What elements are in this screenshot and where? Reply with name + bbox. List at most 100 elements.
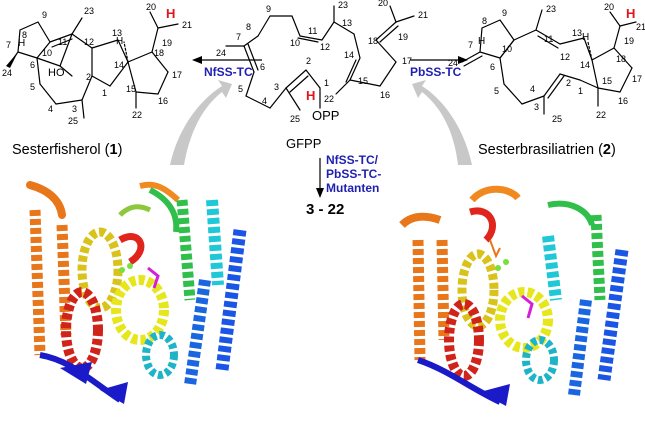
atom-number: 8: [246, 22, 251, 32]
structure-sesterbrasiliatrien: 9 20 23 21 8 11 13 19 7 10 12 14 18 6 17…: [448, 2, 645, 124]
atom-number: 1: [578, 86, 583, 96]
atom-number: 1: [324, 78, 329, 88]
atom-number: 22: [132, 110, 142, 120]
atom-number: 18: [368, 36, 378, 46]
atom-number: 9: [266, 4, 271, 14]
atom-number: 25: [68, 116, 78, 126]
mutants-label-line3: Mutanten: [326, 181, 379, 195]
atom-number: 25: [290, 114, 300, 124]
atom-number: 22: [324, 94, 334, 104]
atom-number: 21: [636, 22, 645, 32]
helix-red: [61, 233, 145, 373]
atom-number: 17: [402, 56, 412, 66]
atom-number: 15: [602, 76, 612, 86]
atom-number: 19: [162, 38, 172, 48]
hydrogen-label: H: [116, 36, 123, 47]
protein-ribbon-nfss-tc: [26, 181, 247, 404]
atom-number: 23: [84, 6, 94, 16]
atom-number: 6: [260, 62, 265, 72]
atom-number: 5: [238, 84, 243, 94]
atom-number: 25: [552, 114, 562, 124]
mutants-label-line2: PbSS-TC-: [326, 167, 381, 181]
atom-number: 17: [172, 70, 182, 80]
hydrogen-label: H: [582, 32, 589, 43]
atom-number: 2: [306, 56, 311, 66]
atom-number: 12: [84, 37, 94, 47]
atom-number: 3: [72, 104, 77, 114]
atom-number: 7: [236, 32, 241, 42]
atom-number: 9: [502, 8, 507, 18]
atom-number: 7: [6, 40, 11, 50]
atom-number: 18: [616, 54, 626, 64]
stereo-hydrogen-red: H: [306, 88, 315, 103]
compound-name-sesterfisherol: Sesterfisherol (1): [12, 142, 122, 158]
helix-orange: [399, 185, 521, 361]
atom-number: 16: [158, 96, 168, 106]
enzyme-label-nfss-tc: NfSS-TC: [204, 65, 253, 79]
atom-number: 23: [546, 4, 556, 14]
atom-number: 22: [596, 110, 606, 120]
atom-number: 3: [274, 82, 279, 92]
atom-number: 4: [48, 104, 53, 114]
atom-number: 5: [494, 86, 499, 96]
helix-cyan: [142, 199, 224, 379]
atom-number: 21: [418, 10, 428, 20]
atom-number: 20: [146, 2, 156, 12]
atom-number: 11: [58, 37, 67, 47]
helix-yellow: [457, 249, 553, 353]
atom-number: 15: [126, 84, 136, 94]
atom-number: 11: [308, 26, 317, 36]
arrow-to-sesterbrasiliatrien: [410, 56, 468, 64]
hydrogen-label: H: [478, 36, 485, 47]
protein-ribbon-pbss-tc: [399, 185, 629, 406]
atom-number: 19: [398, 32, 408, 42]
structure-sesterfisherol: 9 23 20 21 8 7 10 11 12 13 19 24 6 18 5 …: [2, 2, 192, 126]
atom-number: 14: [344, 50, 354, 60]
structure-gfpp: 9 20 21 23 8 10 11 12 13 19 7 18 24 14 1…: [216, 0, 428, 124]
compound-name-sesterbrasiliatrien: Sesterbrasiliatrien (2): [478, 142, 616, 158]
atom-number: 20: [604, 2, 614, 12]
atom-number: 8: [482, 16, 487, 26]
atom-number: 16: [380, 90, 390, 100]
atom-number: 18: [154, 48, 164, 58]
atom-number: 4: [262, 96, 267, 106]
arrow-to-sesterfisherol: [192, 56, 262, 64]
atom-number: 20: [378, 0, 388, 8]
atom-number: 12: [560, 52, 570, 62]
atom-number: 13: [572, 28, 582, 38]
atom-number: 5: [30, 82, 35, 92]
helix-cyan: [522, 235, 562, 384]
enzyme-label-pbss-tc: PbSS-TC: [410, 65, 462, 79]
gray-arrow-right: [412, 80, 472, 165]
atom-number: 7: [468, 40, 473, 50]
atom-number: 1: [102, 88, 107, 98]
atom-number: 9: [42, 10, 47, 20]
products-label: 3 - 22: [306, 201, 344, 218]
atom-number: 24: [2, 68, 12, 78]
atom-number: 10: [290, 38, 300, 48]
mutants-label-line1: NfSS-TC/: [326, 153, 379, 167]
helix-blue: [417, 249, 629, 406]
atom-number: 21: [182, 20, 192, 30]
helix-blue: [39, 229, 247, 404]
atom-number: 19: [624, 36, 634, 46]
atom-number: 6: [490, 62, 495, 72]
atom-number: 16: [618, 96, 628, 106]
atom-number: 14: [580, 60, 590, 70]
atom-number: 24: [216, 48, 226, 58]
atom-number: 23: [338, 0, 348, 10]
stereo-hydrogen-red: H: [626, 6, 635, 21]
atom-number: 10: [42, 48, 52, 58]
ligand-magenta: [119, 263, 160, 289]
atom-number: 10: [502, 44, 512, 54]
hydroxyl-label: HO: [48, 67, 65, 79]
atom-number: 8: [22, 30, 27, 40]
atom-number: 2: [86, 72, 91, 82]
atom-number: 13: [112, 28, 122, 38]
atom-number: 11: [544, 34, 553, 44]
helix-yellow: [77, 227, 169, 345]
pyrophosphate-label: OPP: [312, 108, 339, 123]
atom-number: 15: [358, 76, 368, 86]
helix-green: [547, 200, 606, 301]
